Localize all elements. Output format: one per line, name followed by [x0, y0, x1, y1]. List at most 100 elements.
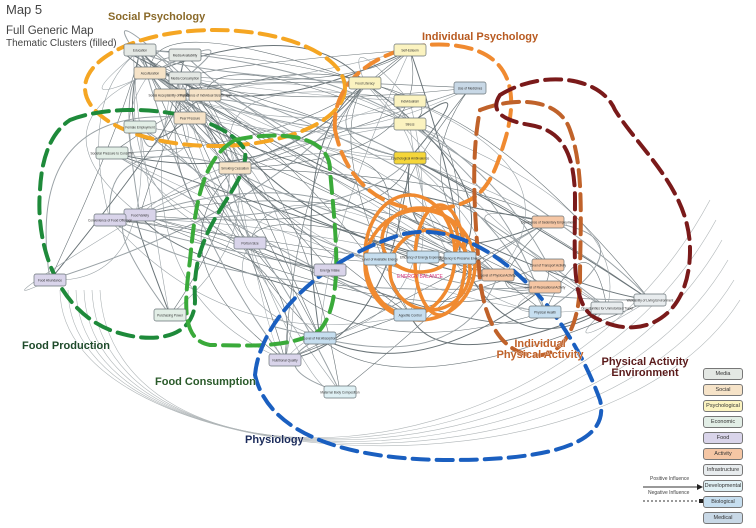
node-maternal-body-composition[interactable]: Maternal Body Composition [320, 385, 360, 399]
node-box [406, 250, 440, 264]
node-use-of-medicines[interactable]: Use of Medicines [453, 81, 487, 95]
node-efficiency-of-energy-expenditure[interactable]: Efficiency of Energy Expenditure [400, 250, 446, 264]
influence-edge [310, 82, 366, 339]
node-energy-intake[interactable]: Energy Intake [313, 263, 347, 277]
node-individualism[interactable]: Individualism [393, 94, 427, 108]
node-box [218, 161, 252, 175]
node-opportunities-for-unmotorised-travel[interactable]: Opportunities for Unmotorised Travel [581, 301, 633, 315]
influence-edge [139, 49, 471, 98]
node-purchasing-power[interactable]: Purchasing Power [153, 308, 187, 322]
influence-edge [184, 49, 411, 79]
node-physical-health[interactable]: Physical Health [528, 305, 562, 319]
cluster-outline-physical-activity-environment [494, 77, 693, 330]
node-level-of-available-energy[interactable]: Level of Available Energy [362, 252, 398, 266]
node-food-abundance[interactable]: Food Abundance [33, 273, 67, 287]
influence-edge [364, 82, 424, 316]
node-level-of-physical-activity[interactable]: Level of Physical Activity [481, 268, 516, 282]
node-label: Food Literacy [355, 82, 375, 86]
influence-edge [249, 204, 461, 259]
node-education[interactable]: Education [123, 43, 157, 57]
node-societal-pressure-to-consume[interactable]: Societal Pressure to Consume [90, 146, 134, 160]
legend-item-social: Social [703, 384, 743, 396]
node-smoking-cessation[interactable]: Smoking Cessation [218, 161, 252, 175]
node-media-availability[interactable]: Media Availability [168, 48, 202, 62]
node-appetite-control[interactable]: Appetite Control [393, 308, 427, 322]
legend-item-developmental: Developmental [703, 480, 743, 492]
node-dominance-of-sedentary-employment[interactable]: Dominance of Sedentary Employment [521, 215, 575, 229]
legend-item-biological: Biological [703, 496, 743, 508]
node-label: Media Consumption [171, 77, 200, 81]
node-label: Appetite Control [399, 314, 422, 318]
node-label: Self-Esteem [401, 49, 419, 53]
node-box [93, 213, 127, 227]
node-label: Tendency to Preserve Energy [439, 257, 481, 261]
influence-edge [85, 72, 151, 216]
energy-balance-label: ENERGY BALANCE [397, 274, 443, 280]
influence-edge [45, 116, 191, 281]
node-box [188, 88, 222, 102]
influence-edge [319, 286, 546, 354]
node-level-of-recreational-activity[interactable]: Level of Recreational Activity [525, 280, 566, 294]
node-female-employment[interactable]: Female Employment [123, 120, 157, 134]
node-label: Smoking Cessation [221, 167, 249, 171]
influence-edge [101, 49, 151, 91]
node-box [481, 268, 515, 282]
node-self-esteem[interactable]: Self-Esteem [393, 43, 427, 57]
node-box [123, 43, 157, 57]
node-box [323, 385, 357, 399]
influence-edge [409, 123, 651, 301]
node-label: Peer Pressure [180, 117, 201, 121]
node-importance-of-individual-size-shape[interactable]: Importance of Individual Size/Shape [179, 88, 231, 102]
cluster-outline-individual-psychology [332, 42, 514, 213]
node-box [363, 252, 397, 266]
influence-edge [111, 152, 499, 276]
cluster-outline-physiology [253, 229, 604, 463]
negative-influence-label: Negative Influence [648, 490, 690, 496]
node-label: Societal Pressure to Consume [90, 152, 133, 156]
node-label: Dominance of Sedentary Employment [521, 221, 575, 225]
cluster-outline-food-production [37, 108, 248, 340]
cluster-label-line: Physical Activity [496, 349, 584, 361]
map-title: Map 5 [6, 2, 43, 17]
node-psychological-ambivalence[interactable]: Psychological Ambivalence [391, 151, 430, 165]
influence-edge [204, 83, 411, 125]
cluster-label-line: Individual [514, 338, 565, 350]
cluster-label-line: Environment [611, 367, 679, 379]
influence-edge [111, 94, 189, 158]
influence-edge [484, 213, 549, 266]
node-portion-size[interactable]: Portion Size [233, 236, 267, 250]
node-box [313, 263, 347, 277]
node-tendency-to-preserve-energy[interactable]: Tendency to Preserve Energy [439, 251, 481, 265]
node-walkability-of-living-environment[interactable]: Walkability of Living Environment [627, 293, 674, 307]
node-convenience-of-food-offerings[interactable]: Convenience of Food Offerings [88, 213, 132, 227]
node-peer-pressure[interactable]: Peer Pressure [173, 111, 207, 125]
node-nutritional-quality[interactable]: Nutritional Quality [268, 353, 302, 367]
node-media-consumption[interactable]: Media Consumption [168, 71, 202, 85]
node-label: Energy Intake [320, 269, 340, 273]
node-label: Food Variety [131, 214, 149, 218]
node-box [393, 94, 427, 108]
influence-edge [149, 41, 366, 84]
influence-edge [398, 87, 471, 258]
node-label: Food Abundance [38, 279, 62, 283]
node-food-literacy[interactable]: Food Literacy [348, 76, 382, 90]
influence-edge [241, 242, 321, 339]
node-label: Efficiency of Energy Expenditure [400, 256, 446, 260]
node-box [348, 76, 382, 90]
node-acculturation[interactable]: Acculturation [133, 66, 167, 80]
influence-edge [393, 99, 411, 125]
node-label: Psychological Ambivalence [391, 157, 430, 161]
node-level-of-transport-activity[interactable]: Level of Transport Activity [530, 258, 567, 272]
influence-edge [409, 102, 449, 159]
node-label: Convenience of Food Offerings [88, 219, 132, 223]
node-level-of-fat-absorption[interactable]: Level of Fat Absorption [303, 331, 337, 345]
node-box [393, 117, 427, 131]
cluster-outline-food-consumption [184, 133, 339, 348]
node-stress[interactable]: Stress [393, 117, 427, 131]
node-social-acceptability-of-fatness[interactable]: Social Acceptability of Fatness [148, 88, 192, 102]
influence-edge [345, 49, 411, 159]
